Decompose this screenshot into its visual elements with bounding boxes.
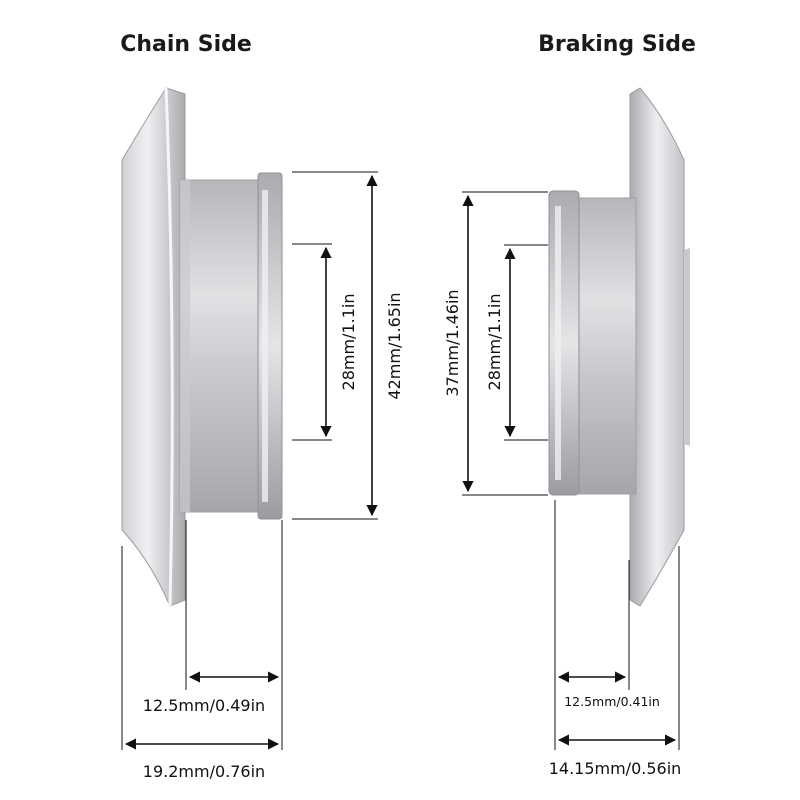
braking-side-dimensions bbox=[462, 191, 680, 750]
chain-side-dimensions bbox=[121, 171, 378, 750]
chain-hub-width-label: 12.5mm/0.49in bbox=[143, 696, 265, 715]
braking-outer-diameter-label: 37mm/1.46in bbox=[443, 289, 462, 396]
braking-side-spacer-image bbox=[548, 87, 690, 607]
chain-total-width-label: 19.2mm/0.76in bbox=[143, 762, 265, 781]
braking-hub-width-label: 12.5mm/0.41in bbox=[564, 694, 660, 709]
chain-side-title: Chain Side bbox=[120, 32, 252, 57]
chain-outer-diameter-label: 42mm/1.65in bbox=[385, 292, 404, 399]
braking-side-title: Braking Side bbox=[538, 32, 696, 57]
braking-inner-diameter-label: 28mm/1.1in bbox=[485, 294, 504, 391]
braking-total-width-label: 14.15mm/0.56in bbox=[549, 759, 682, 778]
chain-inner-diameter-label: 28mm/1.1in bbox=[339, 294, 358, 391]
chain-side-spacer-image bbox=[121, 87, 283, 607]
